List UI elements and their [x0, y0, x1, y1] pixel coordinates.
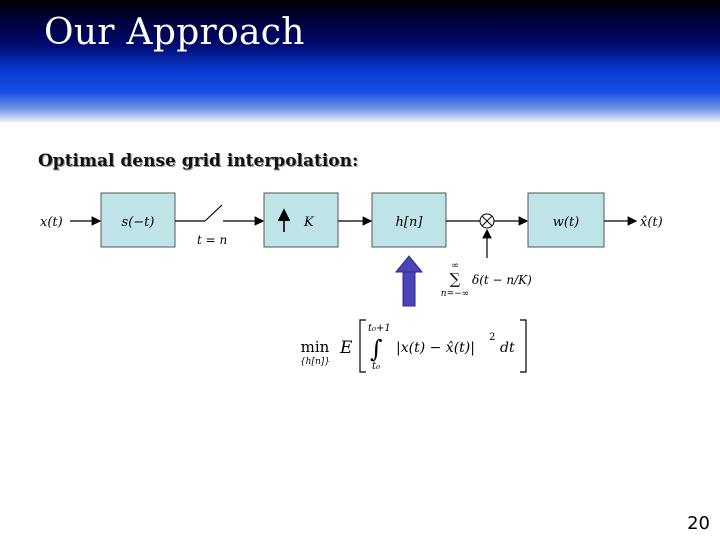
prefilter-label: s(−t) [122, 215, 155, 230]
slide-title: Our Approach [44, 12, 305, 53]
output-signal-label: x̂(t) [640, 215, 663, 230]
objective-exponent: 2 [489, 332, 495, 343]
impulse-sum-upper: ∞ [451, 261, 459, 271]
objective-integral-symbol: ∫ [370, 335, 383, 363]
multiplier-cross-b [481, 215, 493, 227]
objective-right-bracket [520, 319, 527, 373]
objective-integrand: |x(t) − x̂(t)| [396, 340, 475, 356]
objective-integral-lower: t₀ [372, 361, 380, 372]
objective-expectation: E [339, 338, 353, 358]
postfilter-block [527, 192, 605, 248]
filter-block [371, 192, 447, 248]
objective-left-bracket [359, 319, 366, 373]
title-bar [0, 0, 720, 122]
prefilter-block [100, 192, 176, 248]
objective-min: min [301, 338, 330, 356]
filter-label: h[n] [396, 215, 424, 230]
objective-integral-upper: t₀+1 [368, 323, 391, 334]
sampler-switch [204, 204, 223, 222]
sampler-label: t = n [197, 233, 227, 247]
input-signal-label: x(t) [40, 215, 63, 230]
highlight-arrow-icon [394, 255, 424, 273]
objective-min-subscript: {h[n]} [300, 357, 330, 367]
slide-subtitle: Optimal dense grid interpolation: [38, 151, 359, 171]
highlight-arrow-shaft [402, 271, 416, 307]
upsample-label: K [303, 215, 315, 230]
upsample-block [263, 192, 339, 248]
impulse-term: δ(t − n/K) [472, 273, 532, 287]
objective-differential: dt [500, 340, 515, 356]
page-number: 20 [687, 513, 710, 534]
postfilter-label: w(t) [553, 215, 580, 230]
impulse-sum-symbol: ∑ [450, 270, 461, 288]
impulse-sum-lower: n=−∞ [441, 289, 469, 299]
